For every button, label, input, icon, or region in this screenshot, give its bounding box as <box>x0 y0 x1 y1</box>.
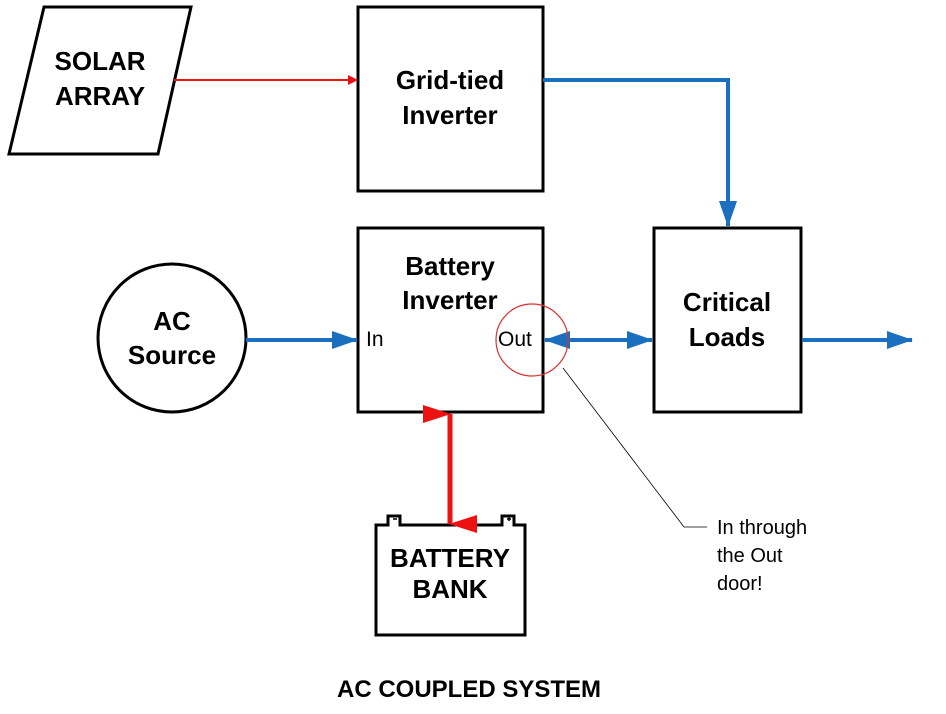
callout-text-line1: In through <box>717 517 807 539</box>
critical-loads-label-line1: Critical <box>683 287 771 317</box>
solar-array-label-line1: SOLAR <box>55 46 146 76</box>
grid-inverter-to-critical-loads-arrow <box>543 78 737 227</box>
ac-source-label-line1: AC <box>153 306 191 336</box>
battery-inverter-label-line1: Battery <box>405 251 495 281</box>
grid-tied-inverter-label-line1: Grid-tied <box>396 65 504 95</box>
battery-inverter-port-in: In <box>366 328 384 351</box>
solar-array-label-line2: ARRAY <box>55 81 145 111</box>
out-port-callout-circle <box>495 303 569 377</box>
battery-bank-label-line2: BANK <box>412 574 487 604</box>
grid-tied-inverter-node <box>356 5 545 193</box>
solar-array-node <box>7 5 193 156</box>
ac-source-label-line2: Source <box>128 340 216 370</box>
battery-inverter-port-out: Out <box>498 328 532 351</box>
battery-inverter-label-line2: Inverter <box>402 285 497 315</box>
callout-leader-line <box>562 367 707 528</box>
critical-loads-label-line2: Loads <box>689 322 766 352</box>
callout-text-line3: door! <box>717 573 763 595</box>
grid-tied-inverter-label-line2: Inverter <box>402 100 497 130</box>
diagram-title: AC COUPLED SYSTEM <box>337 676 601 703</box>
battery-bank-label-line1: BATTERY <box>390 543 510 573</box>
ac-source-node <box>96 262 248 414</box>
battery-bank-node <box>374 514 527 637</box>
battery-inverter-node <box>356 226 545 414</box>
critical-loads-node <box>652 226 803 414</box>
callout-text-line2: the Out <box>717 545 783 567</box>
